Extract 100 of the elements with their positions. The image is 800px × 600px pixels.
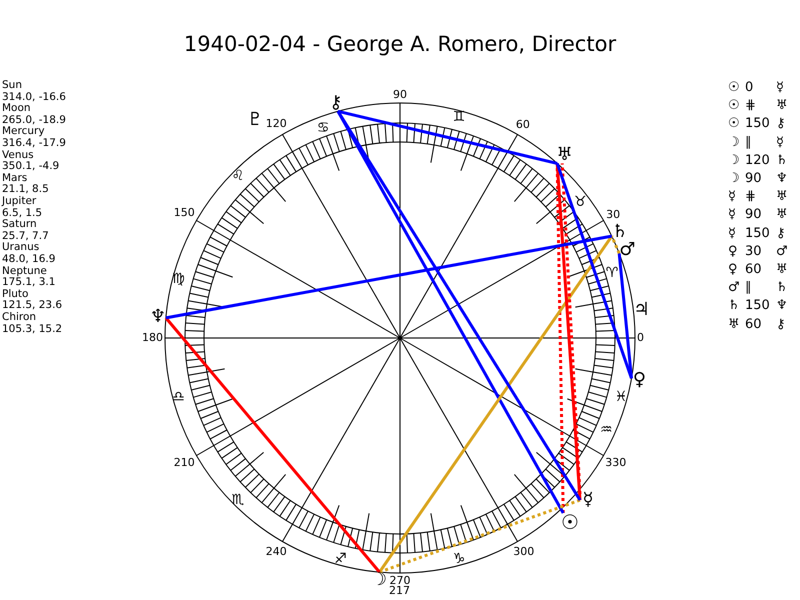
aspect-line [379,498,580,574]
aspect-line [556,162,633,379]
position-value: 48.0, 16.9 [2,254,56,266]
aspect-planet-glyph: ⚷ [776,316,786,333]
planet-glyph: ♅ [556,147,572,164]
aspect-line [556,163,565,514]
aspect-planet-glyph: ♅ [776,98,788,114]
zodiac-sign-glyph: ♌ [232,169,244,184]
planet-glyph: ♇ [247,112,263,128]
aspect-planet-glyph: ♅ [776,189,788,206]
aspect-planet-glyph: ☿ [776,80,784,96]
aspect-planet-glyph: ☽ [728,152,740,169]
aspect-planet-glyph: ⚷ [776,116,786,132]
planet-glyph: ☽ [370,572,387,588]
planet-glyph: ♂ [619,242,636,258]
aspect-planet-glyph: ☽ [728,171,740,187]
position-value: 350.1, -4.9 [2,161,60,173]
aspect-line [338,110,558,165]
aspect-planet-glyph: ☉ [728,98,740,114]
aspect-planet-glyph: ♄ [776,152,788,169]
aspect-symbol: 150 [745,298,770,314]
aspect-planet-glyph: ☽ [728,134,740,151]
planet-name-label: Pluto [2,288,28,300]
aspect-planet-glyph: ☿ [776,134,784,151]
aspect-planet-glyph: ♆ [776,171,788,187]
degree-label: 270 [390,575,410,587]
position-value: 314.0, -16.6 [2,92,66,103]
zodiac-sign-glyph: ♓ [614,390,628,404]
planet-glyph: ☉ [561,513,579,531]
zodiac-sign-glyph: ♑ [452,552,466,566]
position-value: 121.5, 23.6 [2,300,62,312]
degree-label: 240 [266,546,287,558]
planet-name-label: Chiron [2,312,36,324]
planet-glyph: ⚷ [328,95,344,112]
planet-name-label: Sun [2,80,22,92]
degree-label: 60 [516,119,530,132]
aspect-symbol: ⋕ [745,189,756,206]
zodiac-sign-glyph: ♒ [600,422,613,437]
degree-label: 90 [393,89,407,101]
aspect-symbol: ⋕ [745,98,756,114]
degree-label: 150 [174,207,195,220]
aspect-symbol: 150 [745,226,770,242]
aspect-symbol: 150 [745,116,770,132]
planet-name-label: Moon [2,103,31,115]
aspect-planet-glyph: ☿ [728,207,736,224]
aspect-symbol: 0 [745,80,754,96]
aspect-planet-glyph: ♅ [776,207,788,224]
aspect-planet-glyph: ☉ [728,116,740,132]
zodiac-sign-glyph: ♏ [232,492,244,507]
planet-name-label: Jupiter [2,196,36,208]
aspect-line [610,236,621,254]
aspect-symbol: 90 [745,207,762,224]
position-value: 175.1, 3.1 [2,277,56,289]
zodiac-sign-glyph: ♋ [316,120,330,134]
aspect-planet-glyph: ☿ [728,189,736,206]
planet-name-label: Venus [2,150,34,161]
zodiac-sign-glyph: ♉ [574,194,587,209]
aspect-symbol: 60 [745,262,762,278]
zodiac-sign-glyph: ♈ [606,266,618,280]
zodiac-sign-glyph: ♍ [172,272,185,286]
zodiac-sign-glyph: ♎ [172,390,185,404]
degree-label: 0 [637,332,644,344]
aspect-planet-glyph: ☉ [728,80,740,96]
planet-name-label: Saturn [2,219,37,231]
position-value: 316.4, -17.9 [2,138,66,150]
aspect-planet-glyph: ☿ [728,226,736,242]
aspect-line [560,163,582,494]
position-value: 6.5, 1.5 [2,208,42,219]
zodiac-sign-glyph: ♊ [452,110,466,124]
degree-label: 210 [174,456,195,469]
planet-glyph: ♄ [612,224,628,240]
zodiac-sign-glyph: ♐ [334,552,347,566]
planet-name-label: Neptune [2,266,47,277]
aspect-symbol: ∥ [745,280,752,296]
aspect-line [618,253,633,379]
aspect-planet-glyph: ♆ [776,298,788,314]
aspect-planet-glyph: ♂ [728,280,740,296]
aspect-symbol: ∥ [745,134,752,151]
aspect-line [556,163,582,500]
aspect-planet-glyph: ♀ [728,262,738,278]
aspect-line [166,234,612,320]
aspect-line [164,316,381,574]
planet-name-label: Uranus [2,242,40,254]
aspect-planet-glyph: ♅ [728,316,740,333]
aspect-symbol: 120 [745,152,770,169]
degree-label: 217 [389,585,410,597]
planet-glyph: ♀ [632,372,648,388]
degree-label: 30 [606,208,620,221]
chart-title: 1940-02-04 - George A. Romero, Director [182,32,618,56]
aspect-symbol: 30 [745,244,762,260]
degree-label: 180 [142,332,163,344]
aspect-planet-glyph: ⚷ [776,226,786,242]
aspect-line [378,235,614,573]
aspect-symbol: 90 [745,171,762,187]
degree-label: 300 [513,546,534,558]
planet-name-label: Mars [2,172,28,184]
position-value: 105.3, 15.2 [2,324,62,336]
aspect-planet-glyph: ♀ [728,244,738,260]
aspect-planet-glyph: ♂ [776,244,788,260]
planet-glyph: ♃ [633,302,650,318]
